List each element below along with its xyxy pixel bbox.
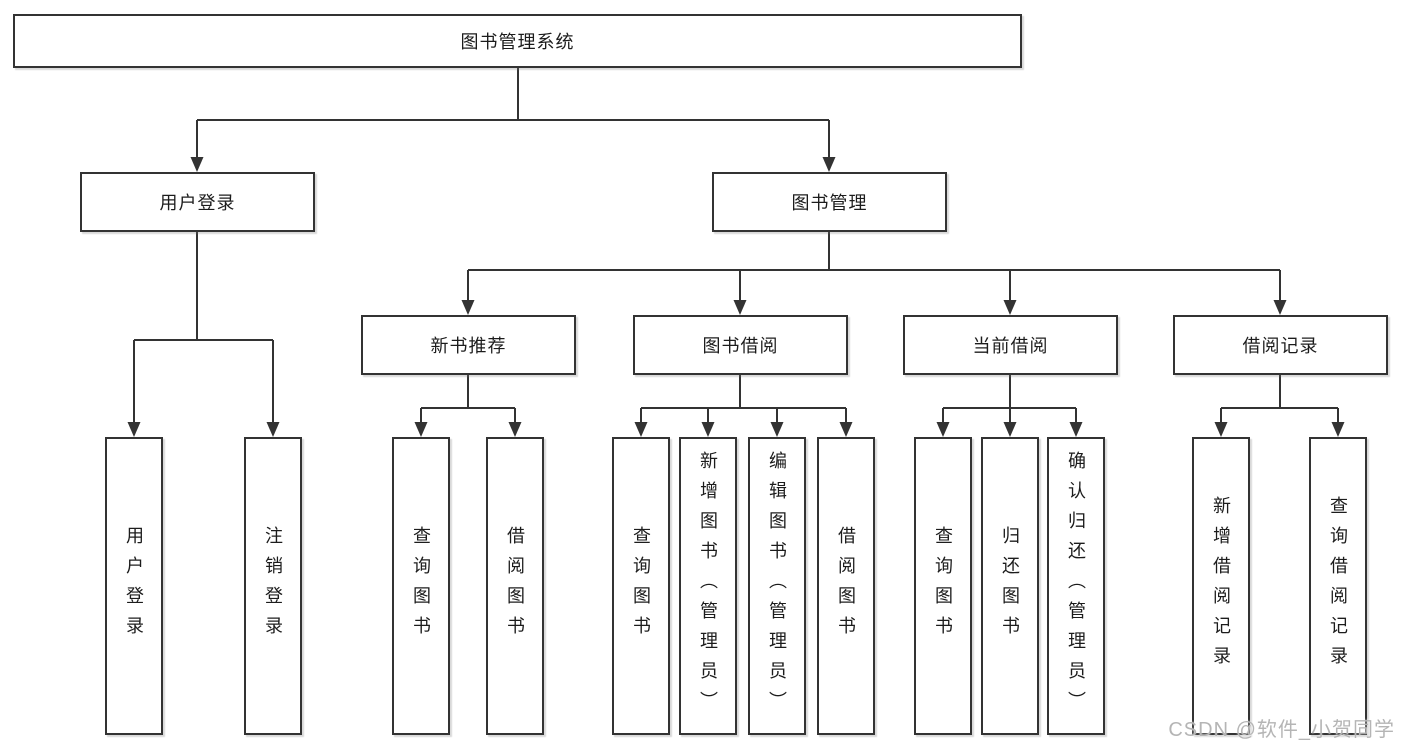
leaf-query-books-borrow: 查询图书: [612, 437, 670, 735]
leaf-query-borrow-record: 查询借阅记录: [1309, 437, 1367, 735]
leaf-user-login: 用户登录: [105, 437, 163, 735]
node-new-book-recommend: 新书推荐: [361, 315, 576, 375]
node-book-management: 图书管理: [712, 172, 947, 232]
leaf-logout: 注销登录: [244, 437, 302, 735]
node-root-library-system: 图书管理系统: [13, 14, 1022, 68]
node-borrow-record: 借阅记录: [1173, 315, 1388, 375]
node-book-borrow: 图书借阅: [633, 315, 848, 375]
node-current-borrow: 当前借阅: [903, 315, 1118, 375]
node-user-login: 用户登录: [80, 172, 315, 232]
leaf-add-borrow-record: 新增借阅记录: [1192, 437, 1250, 735]
arrowhead-icons: [127, 157, 1345, 437]
leaf-borrow-books: 借阅图书: [817, 437, 875, 735]
leaf-confirm-return-admin: 确认归还（管理员）: [1047, 437, 1105, 735]
leaf-add-books-admin: 新增图书（管理员）: [679, 437, 737, 735]
csdn-watermark: CSDN @软件_小贺同学: [1168, 719, 1395, 741]
leaf-edit-books-admin: 编辑图书（管理员）: [748, 437, 806, 735]
leaf-query-books-recommend: 查询图书: [392, 437, 450, 735]
leaf-return-books: 归还图书: [981, 437, 1039, 735]
leaf-borrow-books-recommend: 借阅图书: [486, 437, 544, 735]
leaf-query-books-current: 查询图书: [914, 437, 972, 735]
